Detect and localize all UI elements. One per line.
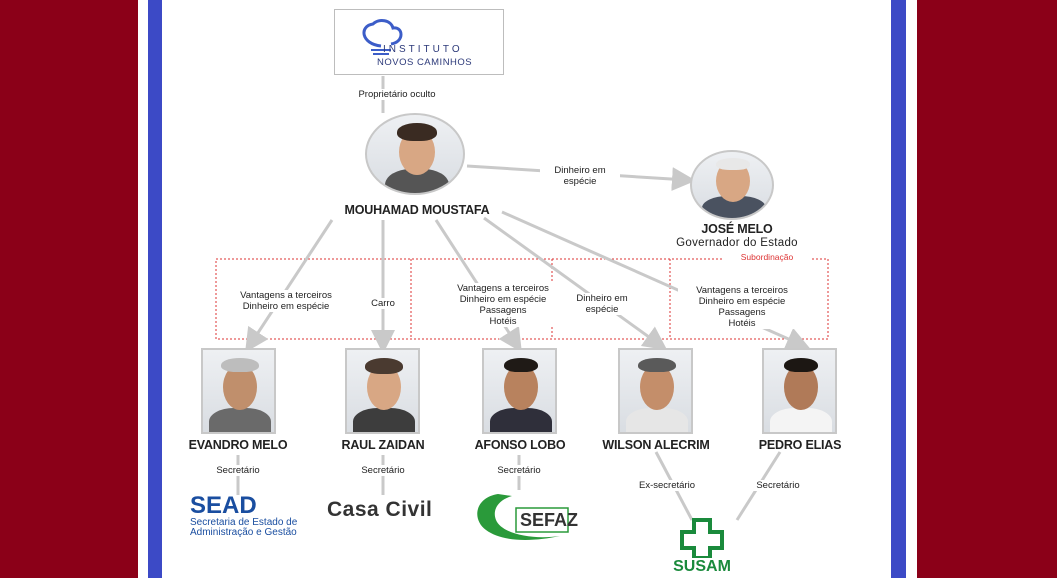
pedro-role: Secretário: [746, 480, 810, 491]
link-wilson: [483, 216, 668, 351]
evandro-name: EVANDRO MELO: [188, 438, 288, 452]
wilson-role: Ex-secretário: [632, 480, 702, 491]
instituto-logo: INSTITUTO NOVOS CAMINHOS: [334, 9, 504, 75]
afonso-photo: [482, 348, 557, 434]
right-blue-bar: [891, 0, 906, 578]
wilson-photo: [618, 348, 693, 434]
subordination-label: Subordinação: [722, 252, 812, 262]
right-gap: [906, 0, 917, 578]
moustafa-name: MOUHAMAD MOUSTAFA: [344, 203, 490, 217]
evandro-photo: [201, 348, 276, 434]
evandro-role: Secretário: [206, 465, 270, 476]
casa-civil-logo: Casa Civil: [327, 498, 433, 521]
raul-role: Secretário: [351, 465, 415, 476]
left-gap: [138, 0, 148, 578]
cross-icon: [680, 518, 724, 558]
link-evandro: [245, 219, 334, 353]
wilson-name: WILSON ALECRIM: [602, 438, 710, 452]
sefaz-logo: SEFAZ: [472, 490, 578, 548]
raul-name: RAUL ZAIDAN: [341, 438, 425, 452]
susam-text: SUSAM: [673, 558, 731, 575]
logo-line1: INSTITUTO: [383, 44, 463, 55]
sefaz-swoosh-icon: [477, 494, 569, 540]
governor-title: Governador do Estado: [676, 237, 798, 249]
logo-line2: NOVOS CAMINHOS: [377, 57, 473, 68]
link-label-wilson: Dinheiro em espécie: [567, 293, 637, 315]
afonso-role: Secretário: [487, 465, 551, 476]
diagram-canvas: INSTITUTO NOVOS CAMINHOS Proprietário oc…: [162, 0, 891, 578]
right-frame: [917, 0, 1057, 578]
link-label-afonso: Vantagens a terceiros Dinheiro em espéci…: [439, 283, 567, 327]
jose-melo-photo: [690, 150, 774, 220]
link-label-raul: Carro: [366, 298, 400, 309]
swirl-icon: [362, 19, 403, 55]
sefaz-text: SEFAZ: [520, 510, 579, 530]
sead-title: SEAD: [190, 492, 257, 519]
pedro-photo: [762, 348, 837, 434]
link-label-evandro: Vantagens a terceiros Dinheiro em espéci…: [222, 290, 350, 312]
subordination-box: [215, 258, 829, 340]
pedro-name: PEDRO ELIAS: [758, 438, 842, 452]
left-frame: [0, 0, 138, 578]
sead-subtitle: Secretaria de Estado de Administração e …: [190, 517, 298, 538]
raul-photo: [345, 348, 420, 434]
governor-name: JOSÉ MELO: [701, 222, 773, 236]
left-blue-bar: [148, 0, 162, 578]
link-label-pedro: Vantagens a terceiros Dinheiro em espéci…: [678, 285, 806, 329]
afonso-name: AFONSO LOBO: [474, 438, 566, 452]
sead-logo: SEAD Secretaria de Estado de Administraç…: [190, 494, 297, 538]
governor-link-label: Dinheiro em espécie: [540, 165, 620, 187]
moustafa-photo: [365, 113, 465, 195]
owner-label: Proprietário oculto: [342, 89, 452, 100]
susam-logo: SUSAM: [672, 518, 732, 578]
